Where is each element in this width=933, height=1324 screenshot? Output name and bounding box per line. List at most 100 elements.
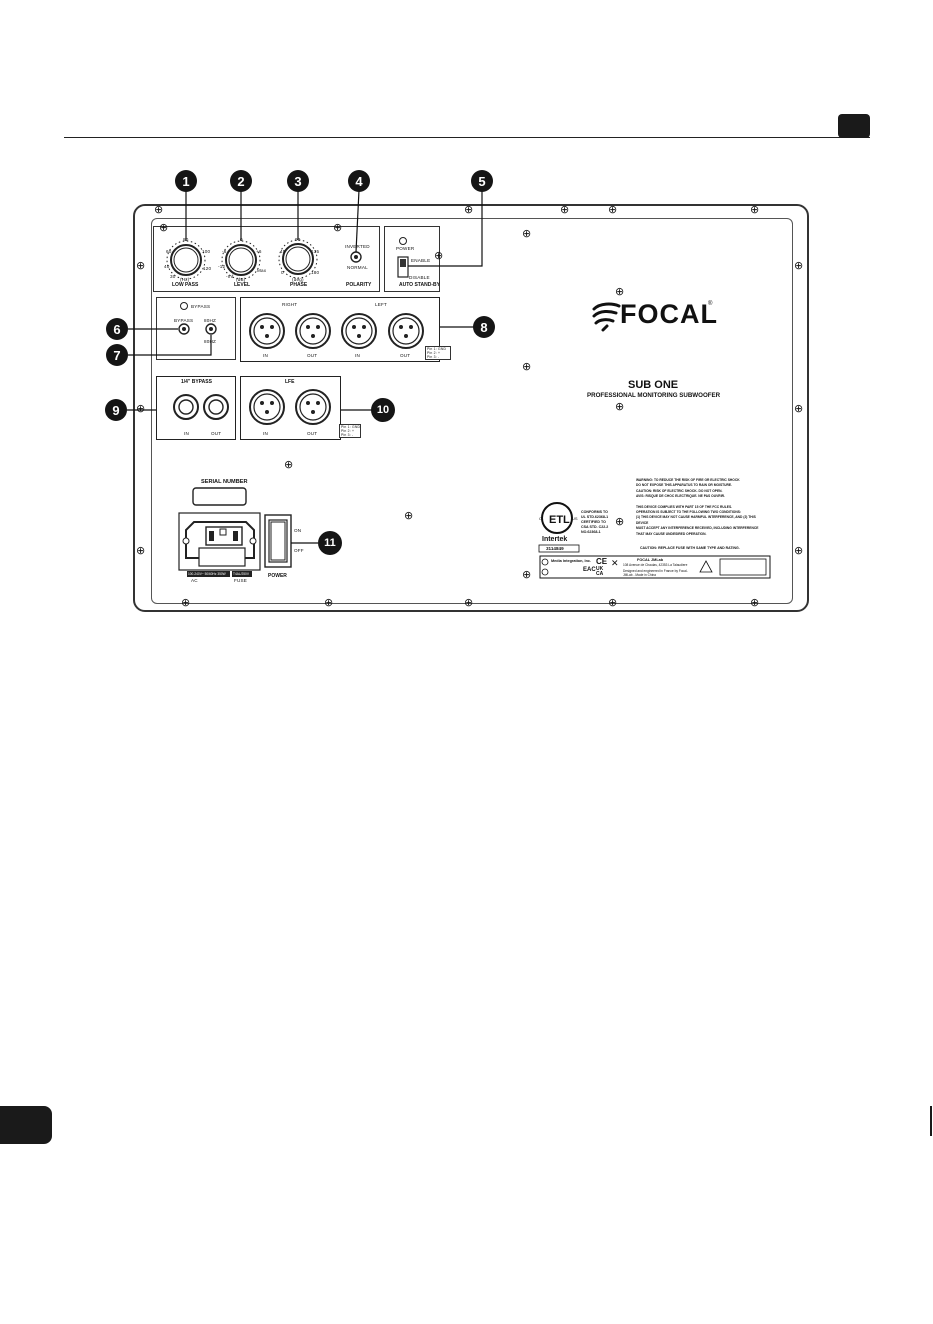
xlr-right-label: RIGHT [282, 302, 298, 307]
fuse-label: FUSE [234, 578, 248, 583]
standby-enable: ENABLE [411, 258, 431, 263]
lowpass-mark: 30 [170, 274, 176, 279]
phase-mark: 90 [295, 237, 301, 242]
xlr-left-in [341, 313, 377, 349]
model-subtitle: PROFESSIONAL MONITORING SUBWOOFER [587, 392, 721, 399]
callout-10: 10 [371, 398, 395, 422]
screw-icon: ⊕ [154, 204, 164, 216]
fuse-caution: CAUTION: REPLACE FUSE WITH SAME TYPE AND… [640, 546, 740, 550]
screw-icon: ⊕ [560, 204, 570, 216]
mode-label-2: 80HZ [204, 339, 217, 344]
lfe-out [295, 389, 331, 425]
standby-title: AUTO STAND-BY [399, 282, 440, 288]
xlr-out-label: OUT [307, 353, 318, 358]
xlr-in2-label: IN [355, 353, 360, 358]
warning-line: WARNING: TO REDUCE THE RISK OF FIRE OR E… [636, 478, 740, 482]
screw-icon: ⊕ [324, 597, 334, 609]
serial-label: SERIAL NUMBER [201, 479, 248, 485]
iec-inlet [178, 512, 261, 571]
registered-icon: ® [708, 301, 713, 307]
xlr-in-label: IN [263, 353, 268, 358]
standby-disable: DISABLE [409, 275, 430, 280]
callout-6: 6 [106, 318, 128, 340]
ac-label: AC [191, 578, 198, 583]
phase-mark: 135 [311, 249, 320, 254]
power-switch-shape [264, 514, 292, 568]
jack-title: 1/4" BYPASS [181, 379, 212, 385]
callout-2: 2 [230, 170, 252, 192]
level-mark: -6 [222, 249, 227, 254]
warning-line: DO NOT EXPOSE THIS APPARATUS TO RAIN OR … [636, 483, 733, 488]
lowpass-label: LOW PASS [172, 282, 199, 288]
bypass-box [156, 297, 236, 360]
maker-name: Media Integration, Inc. [551, 559, 592, 563]
lfe-pins: Pin 1: GND Pin 2: + Pin 3: - [341, 425, 361, 437]
screw-icon: ⊕ [615, 401, 625, 413]
jack-in [173, 394, 199, 420]
screw-icon: ⊕ [464, 204, 474, 216]
warning-line: AVIS: RISQUE DE CHOC ELECTRIQUE. NE PAS … [636, 494, 725, 499]
lfe-in [249, 389, 285, 425]
bypass-led-label: BYPASS [191, 304, 211, 309]
xlr-pin-note [425, 346, 451, 360]
level-mark: -12 [218, 264, 226, 269]
polarity-normal: NORMAL [347, 265, 368, 270]
xlr-left-out [388, 313, 424, 349]
callout-5: 5 [471, 170, 493, 192]
callout-7: 7 [106, 344, 128, 366]
warning-line: OPERATION IS SUBJECT TO THE FOLLOWING TW… [636, 510, 742, 515]
phase-knob [278, 239, 318, 279]
lowpass-mark: 40 [164, 264, 170, 269]
level-label: LEVEL [234, 282, 251, 288]
screw-icon: ⊕ [284, 459, 294, 471]
phase-label: PHASE [290, 282, 308, 288]
warning-line: (1) THIS DEVICE MAY NOT CAUSE HARMFUL IN… [636, 515, 756, 525]
xlr-right-out [295, 313, 331, 349]
bypass-label: BYPASS [174, 318, 194, 323]
cert-number: 3114849 [546, 546, 564, 551]
polarity-inverted: INVERTED [345, 244, 370, 249]
level-unit: (dB) [236, 277, 246, 282]
svg-text:C: C [539, 516, 542, 521]
standby-box [384, 226, 440, 292]
power-on: ON [294, 528, 302, 533]
header-rule [64, 137, 870, 138]
screw-icon: ⊕ [136, 260, 146, 272]
model-name: SUB ONE [628, 379, 679, 391]
phase-mark: 0 [281, 270, 284, 275]
phase-mark: 180 [311, 270, 320, 275]
screw-icon: ⊕ [136, 545, 146, 557]
level-mark: Max [257, 268, 267, 273]
lowpass-mark: 120 [203, 266, 212, 271]
xlr-left-label: LEFT [375, 302, 388, 307]
fuse-spec: T4AL/250V [233, 572, 249, 576]
jack-out [203, 394, 229, 420]
screw-icon: ⊕ [750, 597, 760, 609]
maker-focal: FOCAL JMLab [637, 558, 664, 562]
lfe-pin-note [339, 424, 361, 438]
ce-mark: CE [596, 557, 608, 566]
warning-line: CAUTION: RISK OF ELECTRIC SHOCK. DO NOT … [636, 488, 723, 493]
callout-9: 9 [105, 399, 127, 421]
power-off: OFF [294, 548, 304, 553]
lfe-title: LFE [285, 379, 295, 385]
standby-power: POWER [396, 246, 415, 251]
maker-made: Designed and engineered in France by Foc… [623, 569, 688, 577]
leader-lines [127, 189, 483, 544]
screw-icon: ⊕ [794, 260, 804, 272]
callout-4: 4 [348, 170, 370, 192]
screw-icon: ⊕ [159, 222, 169, 234]
lowpass-mark: 60 [166, 249, 172, 254]
screw-icon: ⊕ [615, 516, 625, 528]
lowpass-knob [166, 240, 206, 280]
lfe-in-label: IN [263, 431, 268, 436]
lowpass-mark: 80 [183, 237, 189, 242]
screw-icon: ⊕ [522, 228, 532, 240]
lowpass-mark: 100 [202, 249, 211, 254]
warning-line: THAT MAY CAUSE UNDESIRED OPERATION. [636, 531, 707, 536]
svg-text:US: US [572, 516, 578, 521]
polarity-label: POLARITY [346, 282, 372, 288]
screw-icon: ⊕ [794, 403, 804, 415]
warning-block: WARNING: TO REDUCE THE RISK OF FIRE OR E… [636, 478, 764, 537]
